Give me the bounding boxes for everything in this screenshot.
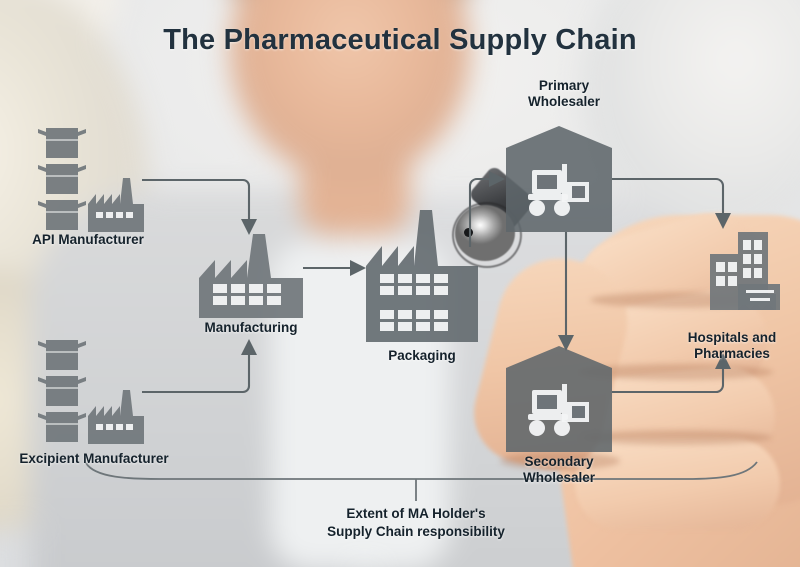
node-label-primary-wholesaler: Primary Wholesaler (494, 78, 634, 110)
node-label-packaging: Packaging (388, 348, 456, 363)
secondary-wholesaler-warehouse-icon (506, 346, 612, 452)
finger-little (575, 438, 780, 530)
primary-wholesaler-warehouse-icon (506, 126, 612, 232)
connector-primary-to-secondary-wholesaler (558, 232, 574, 351)
hospitals-line1: Hospitals and (687, 330, 777, 345)
page-title: The Pharmaceutical Supply Chain (163, 24, 637, 56)
marker-nib (464, 228, 473, 237)
node-label-excipient-manufacturer: Excipient Manufacturer (19, 451, 169, 466)
responsibility-caption: Extent of MA Holder's Supply Chain respo… (286, 505, 546, 541)
api-drums-icon (36, 122, 88, 230)
excipient-drums-icon (36, 334, 88, 442)
forklift-icon (528, 164, 589, 216)
node-label-api-manufacturer: API Manufacturer (32, 232, 144, 247)
caption-line1: Extent of MA Holder's (346, 506, 486, 521)
excipient-factory-icon (88, 390, 144, 444)
finger-crease (582, 430, 772, 445)
caption-line2: Supply Chain responsibility (327, 524, 505, 540)
hospitals-line2: Pharmacies (694, 345, 770, 361)
responsibility-bracket (85, 461, 758, 501)
node-label-secondary-wholesaler: Secondary Wholesaler (489, 454, 629, 486)
forklift-icon (528, 384, 589, 436)
secondary-wholesaler-line2: Wholesaler (522, 469, 596, 485)
primary-wholesaler-line1: Primary (538, 78, 590, 93)
api-factory-icon (88, 178, 144, 232)
connector-excipient-to-manufacturing (142, 339, 257, 394)
hospitals-building-icon (680, 222, 780, 322)
packaging-factory-icon (366, 210, 478, 342)
node-label-hospitals-pharmacies: Hospitals and Pharmacies (664, 330, 800, 362)
secondary-wholesaler-line1: Secondary (524, 454, 594, 469)
manufacturing-factory-icon (199, 234, 303, 318)
connector-manufacturing-to-packaging (303, 260, 366, 276)
connector-api-to-manufacturing (142, 178, 257, 235)
primary-wholesaler-line2: Wholesaler (527, 93, 601, 109)
node-label-manufacturing: Manufacturing (204, 320, 298, 335)
